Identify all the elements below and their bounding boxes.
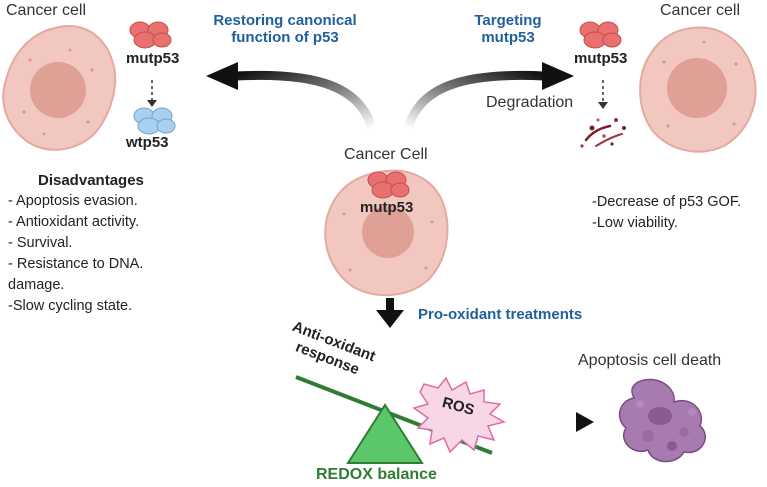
redox-balance-label: REDOX balance bbox=[316, 466, 437, 483]
mutp53-right-label: mutp53 bbox=[574, 50, 628, 67]
disadvantages-title: Disadvantages bbox=[38, 172, 144, 189]
cancer-cell-center-label: Cancer Cell bbox=[344, 146, 428, 163]
apoptosis-cell-death-label: Apoptosis cell death bbox=[578, 352, 722, 369]
outcomes-list: -Decrease of p53 GOF. -Low viability. bbox=[592, 192, 741, 234]
disadvantages-list: - Apoptosis evasion. - Antioxidant activ… bbox=[8, 191, 143, 317]
list-item: -Decrease of p53 GOF. bbox=[592, 194, 742, 210]
mutp53-center-label: mutp53 bbox=[360, 199, 414, 216]
cancer-cell-left-label: Cancer cell bbox=[6, 2, 87, 19]
mutp53-protein-icon-center bbox=[367, 171, 410, 199]
targeting-mutp53-arrow bbox=[403, 62, 574, 130]
degraded-protein-debris-icon bbox=[580, 118, 626, 148]
list-item: -Low viability. bbox=[592, 215, 678, 231]
mutp53-protein-icon-right bbox=[579, 21, 622, 49]
targeting-mutp53-label: Targeting mutp53 bbox=[474, 12, 542, 46]
cancer-cell-left-icon bbox=[2, 25, 117, 151]
cancer-cell-right-icon bbox=[639, 26, 757, 153]
pro-oxidant-down-arrow bbox=[376, 298, 404, 328]
degradation-label: Degradation bbox=[486, 94, 574, 111]
mutp53-to-wtp53-arrow bbox=[147, 80, 157, 107]
restoring-canonical-function-label: Restoring canonical function of p53 bbox=[213, 12, 357, 46]
cancer-cell-right-label: Cancer cell bbox=[660, 2, 741, 19]
list-item: damage. bbox=[8, 277, 65, 293]
ros-to-apoptosis-arrow bbox=[506, 412, 594, 432]
list-item: - Survival. bbox=[8, 235, 73, 251]
wtp53-label: wtp53 bbox=[126, 134, 169, 151]
list-item: - Resistance to DNA. bbox=[8, 256, 144, 272]
ros-burst-icon bbox=[412, 376, 506, 454]
wtp53-protein-icon bbox=[133, 107, 176, 135]
pro-oxidant-treatments-label: Pro-oxidant treatments bbox=[418, 306, 583, 323]
list-item: -Slow cycling state. bbox=[8, 298, 133, 314]
mutp53-left-label: mutp53 bbox=[126, 50, 180, 67]
mutp53-protein-icon-left bbox=[129, 21, 172, 49]
cancer-cell-center-icon bbox=[324, 169, 449, 297]
list-item: - Antioxidant activity. bbox=[8, 214, 140, 230]
apoptotic-cell-icon bbox=[618, 378, 706, 463]
restoring-function-arrow bbox=[206, 62, 377, 130]
mutp53-to-degradation-arrow bbox=[598, 80, 608, 109]
list-item: - Apoptosis evasion. bbox=[8, 193, 138, 209]
